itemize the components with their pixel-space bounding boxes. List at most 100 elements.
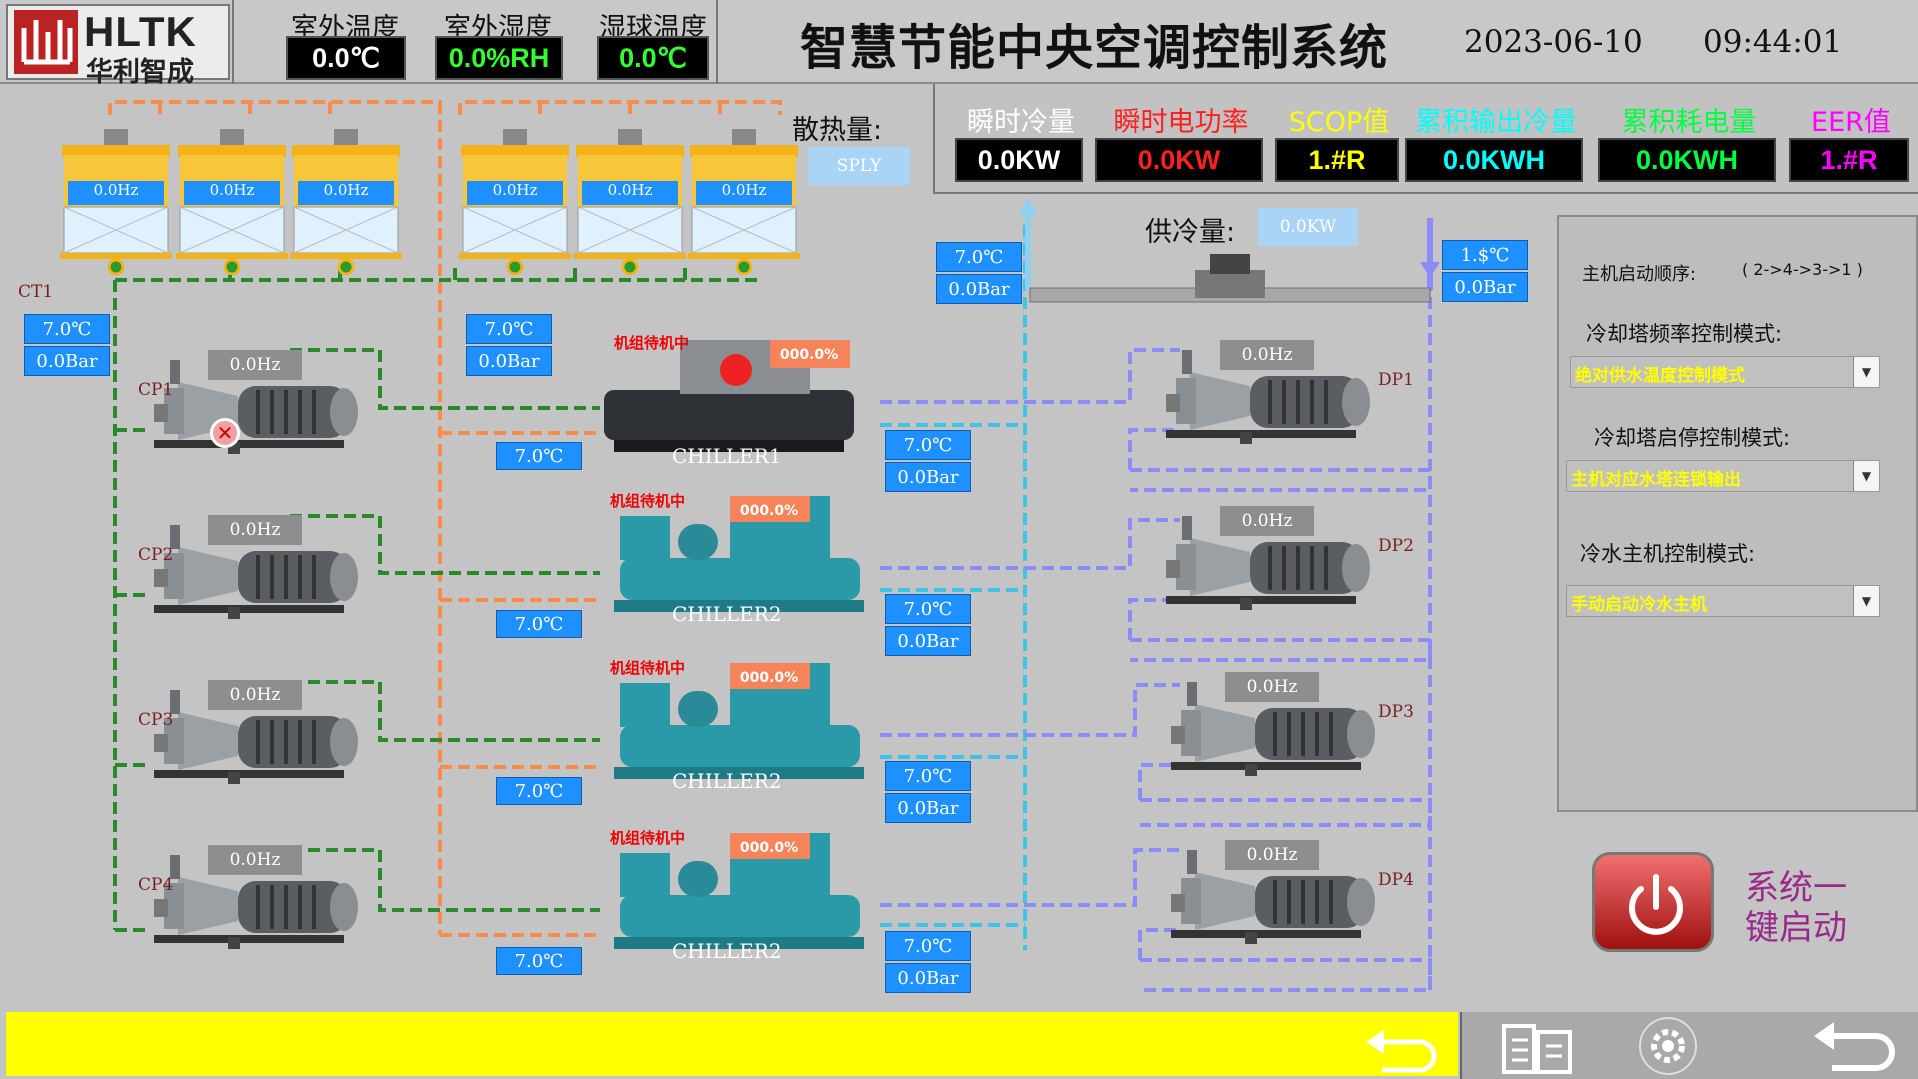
pump-id: CP2 [138,545,174,565]
pump-frequency: 0.0Hz [208,680,302,710]
report-book-icon[interactable] [1500,1018,1576,1076]
kpi-label: 瞬时冷量 [967,107,1075,138]
chevron-down-icon[interactable]: ▼ [1853,586,1879,616]
ct-id-label: CT1 [18,282,54,302]
chiller-unit[interactable]: 000.0% 机组待机中 CHILLER2 [590,488,880,628]
chiller-out-pressure: 0.0Bar [885,462,971,492]
kpi-label: SCOP值 [1288,107,1390,138]
ct-stop-mode-value: 主机对应水塔连锁输出 [1571,470,1741,490]
pump-frequency: 0.0Hz [208,350,302,380]
tower-fan-frequency: 0.0Hz [607,181,653,199]
page-title: 智慧节能中央空调控制系统 [800,20,1389,76]
chiller-status: 机组待机中 [614,334,690,352]
chiller-name: CHILLER2 [672,602,782,626]
heat-rejection-value: SPLY [808,147,910,185]
chiller-mode-value: 手动启动冷水主机 [1571,595,1707,615]
control-panel [1557,215,1918,812]
cooling-tower[interactable]: 0.0Hz [459,125,571,276]
cp-pump[interactable]: 0.0Hz [148,841,358,951]
cooling-tower-graphic [290,129,402,276]
cooling-tower-graphic [459,129,571,276]
brand-logo: HLTK 华利智成 [6,4,230,88]
ct-freq-mode-select[interactable]: 绝对供水温度控制模式 ▼ [1570,356,1880,388]
start-sequence-label: 主机启动顺序: [1582,264,1697,285]
pump-id: CP1 [138,380,174,400]
dp-pump[interactable]: 0.0Hz [1160,502,1370,612]
chiller-out-temp: 7.0℃ [885,430,971,460]
cp-pump[interactable]: 0.0Hz [148,511,358,621]
kpi-value: 0.0KW [1095,138,1263,182]
pump-graphic [154,855,358,949]
chiller-out-temp: 7.0℃ [885,931,971,961]
chiller-out-temp: 7.0℃ [885,761,971,791]
divider [716,0,718,84]
kpi-value: 1.#R [1789,138,1909,182]
cooling-tower[interactable]: 0.0Hz [574,125,686,276]
cooling-tower[interactable]: 0.0Hz [176,125,288,276]
chiller-mode-label: 冷水主机控制模式: [1580,542,1756,566]
cooling-tower[interactable]: 0.0Hz [688,125,800,276]
kpi-value: 1.#R [1275,138,1399,182]
date-display: 2023-06-10 [1464,24,1643,60]
ct-freq-mode-value: 绝对供水温度控制模式 [1575,366,1745,386]
pump-frequency: 0.0Hz [208,845,302,875]
back-arrow-icon[interactable] [1362,1020,1442,1076]
pump-id: CP4 [138,875,174,895]
one-key-line1: 系统一 [1745,868,1847,908]
pump-frequency: 0.0Hz [208,515,302,545]
chiller-in-temp: 7.0℃ [496,610,582,638]
cooling-tower[interactable]: 0.0Hz [60,125,172,276]
pump-graphic [1171,682,1375,776]
pump-id: CP3 [138,710,174,730]
settings-gear-icon[interactable] [1636,1014,1700,1078]
cp-pump[interactable]: 0.0Hz [148,346,358,456]
chevron-down-icon[interactable]: ▼ [1853,357,1879,387]
return-pressure: 0.0Bar [1442,272,1528,302]
ct-in-pressure: 0.0Bar [466,346,552,376]
one-key-start-button[interactable] [1592,852,1714,952]
return-temp: 1.$℃ [1442,240,1528,270]
supply-temp: 7.0℃ [936,242,1022,272]
pump-graphic [154,525,358,619]
one-key-start-label[interactable]: 系统一 键启动 [1745,868,1847,948]
chiller-mode-select[interactable]: 手动启动冷水主机 ▼ [1566,585,1880,617]
one-key-line2: 键启动 [1745,908,1847,948]
supply-pressure: 0.0Bar [936,274,1022,304]
dp-pump[interactable]: 0.0Hz [1160,336,1370,446]
cooling-tower-graphic [574,129,686,276]
ct-out-pressure: 0.0Bar [24,346,110,376]
chiller-status: 机组待机中 [610,659,686,677]
pump-id: DP2 [1378,536,1414,556]
tower-fan-frequency: 0.0Hz [209,181,255,199]
brand-name-cn: 华利智成 [86,57,194,88]
return-arrow-icon[interactable] [1810,1018,1900,1076]
tower-fan-frequency: 0.0Hz [93,181,139,199]
outdoor-temp-value: 0.0℃ [286,36,406,80]
cooling-tower[interactable]: 0.0Hz [290,125,402,276]
dp-pump[interactable]: 0.0Hz [1165,668,1375,778]
chiller-load: 000.0% [732,667,806,689]
chiller-load: 000.0% [732,500,806,522]
ct-stop-mode-select[interactable]: 主机对应水塔连锁输出 ▼ [1566,460,1880,492]
pump-id: DP1 [1378,370,1414,390]
chiller-load: 000.0% [732,837,806,859]
pump-frequency: 0.0Hz [1225,672,1319,702]
kpi-value: 0.0KW [955,138,1083,182]
chiller-out-temp: 7.0℃ [885,594,971,624]
pump-frequency: 0.0Hz [1220,506,1314,536]
kpi-value: 0.0KWH [1598,138,1776,182]
stop-x-icon: ✕ [210,418,240,448]
cp-pump[interactable]: 0.0Hz [148,676,358,786]
chiller-status: 机组待机中 [610,492,686,510]
chiller-in-temp: 7.0℃ [496,947,582,975]
kpi-value: 0.0KWH [1405,138,1583,182]
ct-in-temp: 7.0℃ [466,314,552,344]
cooling-tower-graphic [688,129,800,276]
dp-pump[interactable]: 0.0Hz [1165,836,1375,946]
pump-graphic [1171,850,1375,944]
chevron-down-icon[interactable]: ▼ [1853,461,1879,491]
